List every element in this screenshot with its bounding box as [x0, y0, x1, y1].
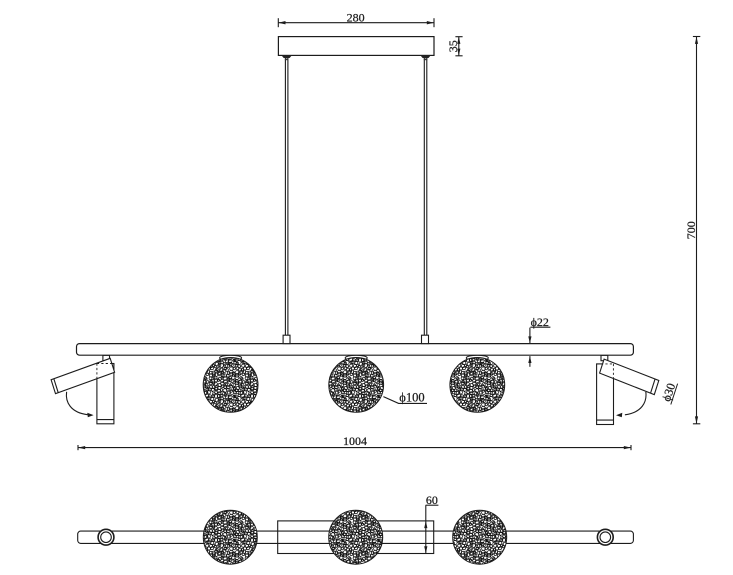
- svg-text:ϕ22: ϕ22: [531, 315, 549, 329]
- svg-text:1004: 1004: [343, 434, 367, 448]
- svg-text:700: 700: [684, 221, 698, 239]
- svg-text:35: 35: [446, 40, 460, 52]
- svg-text:280: 280: [347, 10, 365, 24]
- svg-text:ϕ100: ϕ100: [399, 391, 424, 405]
- svg-text:60: 60: [426, 493, 438, 507]
